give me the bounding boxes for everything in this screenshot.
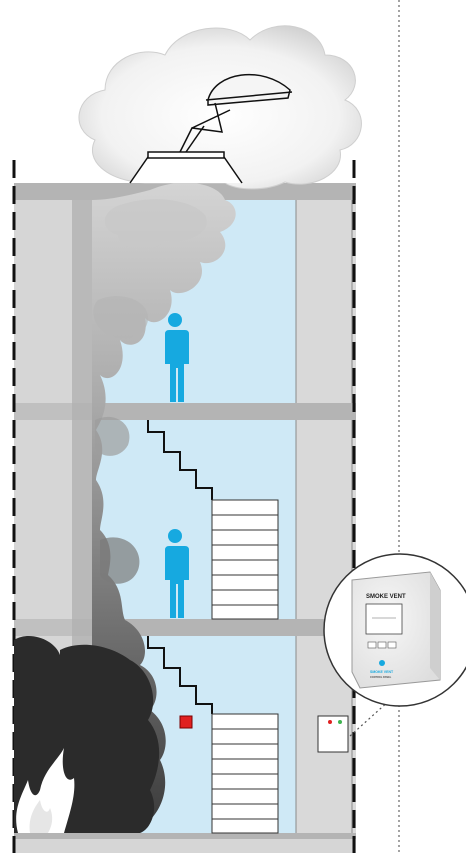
panel-brand: SMOKE VENT (370, 670, 394, 674)
led-red (328, 720, 332, 724)
panel-sub: CONTROL PANEL (370, 676, 392, 679)
panel-label: SMOKE VENT (366, 594, 406, 600)
panel-magnifier: SMOKE VENT SMOKE VENT CONTROL PANEL (324, 554, 466, 706)
control-panel-icon (318, 716, 348, 752)
ground-slab (14, 833, 356, 839)
call-point-icon (180, 716, 192, 728)
led-green (338, 720, 342, 724)
